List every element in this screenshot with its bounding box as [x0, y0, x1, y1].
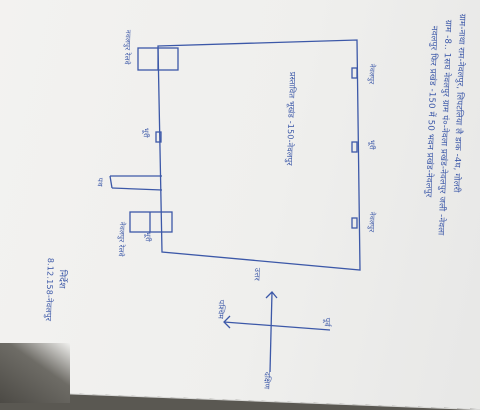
- tick-top-2: [351, 141, 358, 153]
- compass-west-label: पश्चिम: [216, 299, 226, 320]
- bottom-left-outside-label: नेवलपुर रेलवे: [116, 221, 126, 257]
- plot-left-bottom-mark: भूरी: [143, 231, 152, 242]
- plot-left-mark: भूरी: [141, 127, 150, 138]
- tick-left: [155, 131, 162, 143]
- signature: निर्देश: [56, 269, 68, 289]
- compass-east-label: पूर्व: [322, 317, 332, 327]
- lane-label: पथ: [95, 177, 104, 187]
- compass-horizontal: [223, 321, 331, 331]
- top-left-outside-label: नवलपुर रेलवे: [122, 29, 132, 65]
- bottom-left-box: [129, 211, 173, 233]
- plot-boundary: [157, 39, 361, 271]
- lane-line-bottom: [111, 187, 163, 191]
- plot-top-mark-3: नेवलपुर: [367, 211, 376, 233]
- plot-top-mark-2: भूरी: [367, 139, 376, 150]
- compass-north-label: उत्तर: [252, 267, 262, 281]
- signature-id: 8.12.158-नेवलपुर: [43, 257, 56, 322]
- compass-south-label: दक्षिण: [262, 371, 272, 390]
- plot-top-mark-1: नेवलपुर: [367, 63, 376, 85]
- tick-top-1: [351, 67, 358, 79]
- compass-vertical: [269, 291, 273, 373]
- table-shadow: [0, 343, 70, 403]
- tick-top-3: [351, 217, 358, 229]
